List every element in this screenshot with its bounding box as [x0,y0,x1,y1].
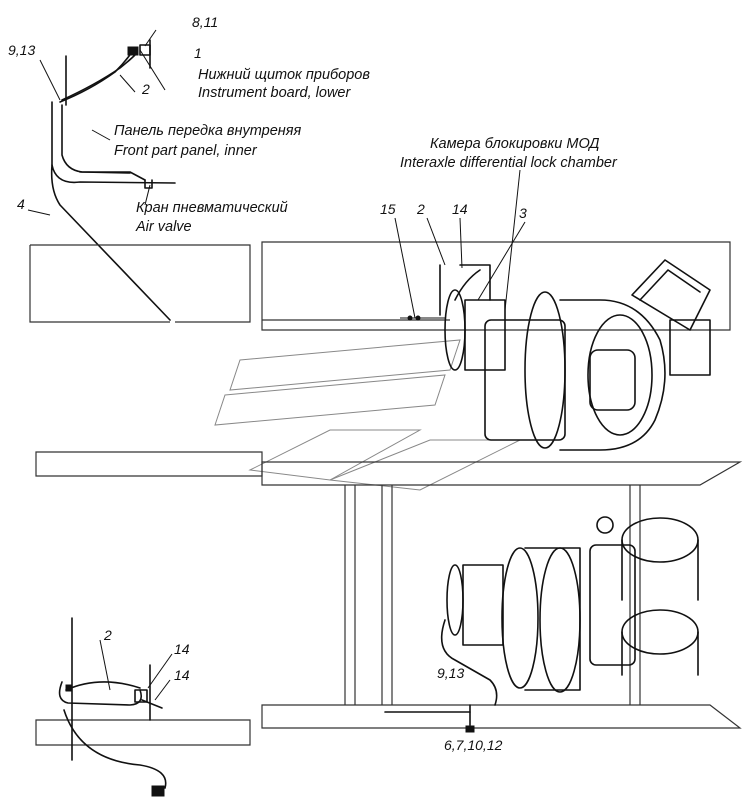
ref-15: 15 [380,201,396,217]
ref-14-bottom-a: 14 [174,641,190,657]
ref-8-11: 8,11 [192,14,219,30]
panel-label-ru: Панель передка внутреняя [114,123,302,139]
lock-chamber-label-en: Interaxle differential lock chamber [400,155,617,171]
ref-4: 4 [17,196,25,212]
ref-9-13-top: 9,13 [8,42,36,58]
bottom-left-detail [58,617,173,797]
lock-chamber-label-ru: Камера блокировки МОД [430,136,600,152]
front-panel-assembly [27,29,176,321]
ref-6-7-10-12: 6,7,10,12 [444,737,503,753]
frame-upper [29,241,731,331]
ref-2-top: 2 [142,81,150,97]
ref-14-bottom-b: 14 [174,667,190,683]
watermark-logo [214,339,521,491]
frame-lower [35,451,743,746]
ref-3: 3 [519,205,527,221]
ref-9-13-bottom: 9,13 [437,665,465,681]
panel-label-en: Front part panel, inner [114,143,257,159]
lower-axle-assembly [384,516,699,733]
air-valve-label-en: Air valve [136,219,192,235]
dash-lower-label-en: Instrument board, lower [198,85,351,101]
upper-axle-assembly [394,169,711,451]
ref-14-mid: 14 [452,201,468,217]
ref-1: 1 [194,45,202,61]
ref-2-mid: 2 [417,201,425,217]
air-valve-label-ru: Кран пневматический [136,200,288,216]
ref-2-bottom: 2 [104,627,112,643]
dash-lower-label-ru: Нижний щиток приборов [198,67,370,83]
